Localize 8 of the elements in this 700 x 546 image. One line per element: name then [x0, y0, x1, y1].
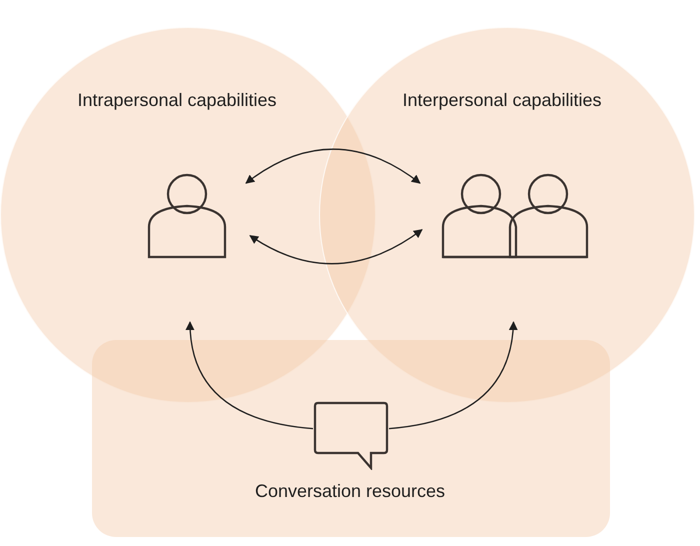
curved-arrow	[186, 321, 314, 430]
curved-arrow	[388, 321, 518, 430]
curved-arrow	[245, 148, 421, 184]
node-label: Intrapersonal capabilities	[77, 90, 277, 111]
rounded-panel	[92, 340, 610, 537]
node-label: Interpersonal capabilities	[402, 90, 602, 111]
curved-arrow	[249, 229, 423, 264]
node-label: Conversation resources	[254, 481, 446, 502]
